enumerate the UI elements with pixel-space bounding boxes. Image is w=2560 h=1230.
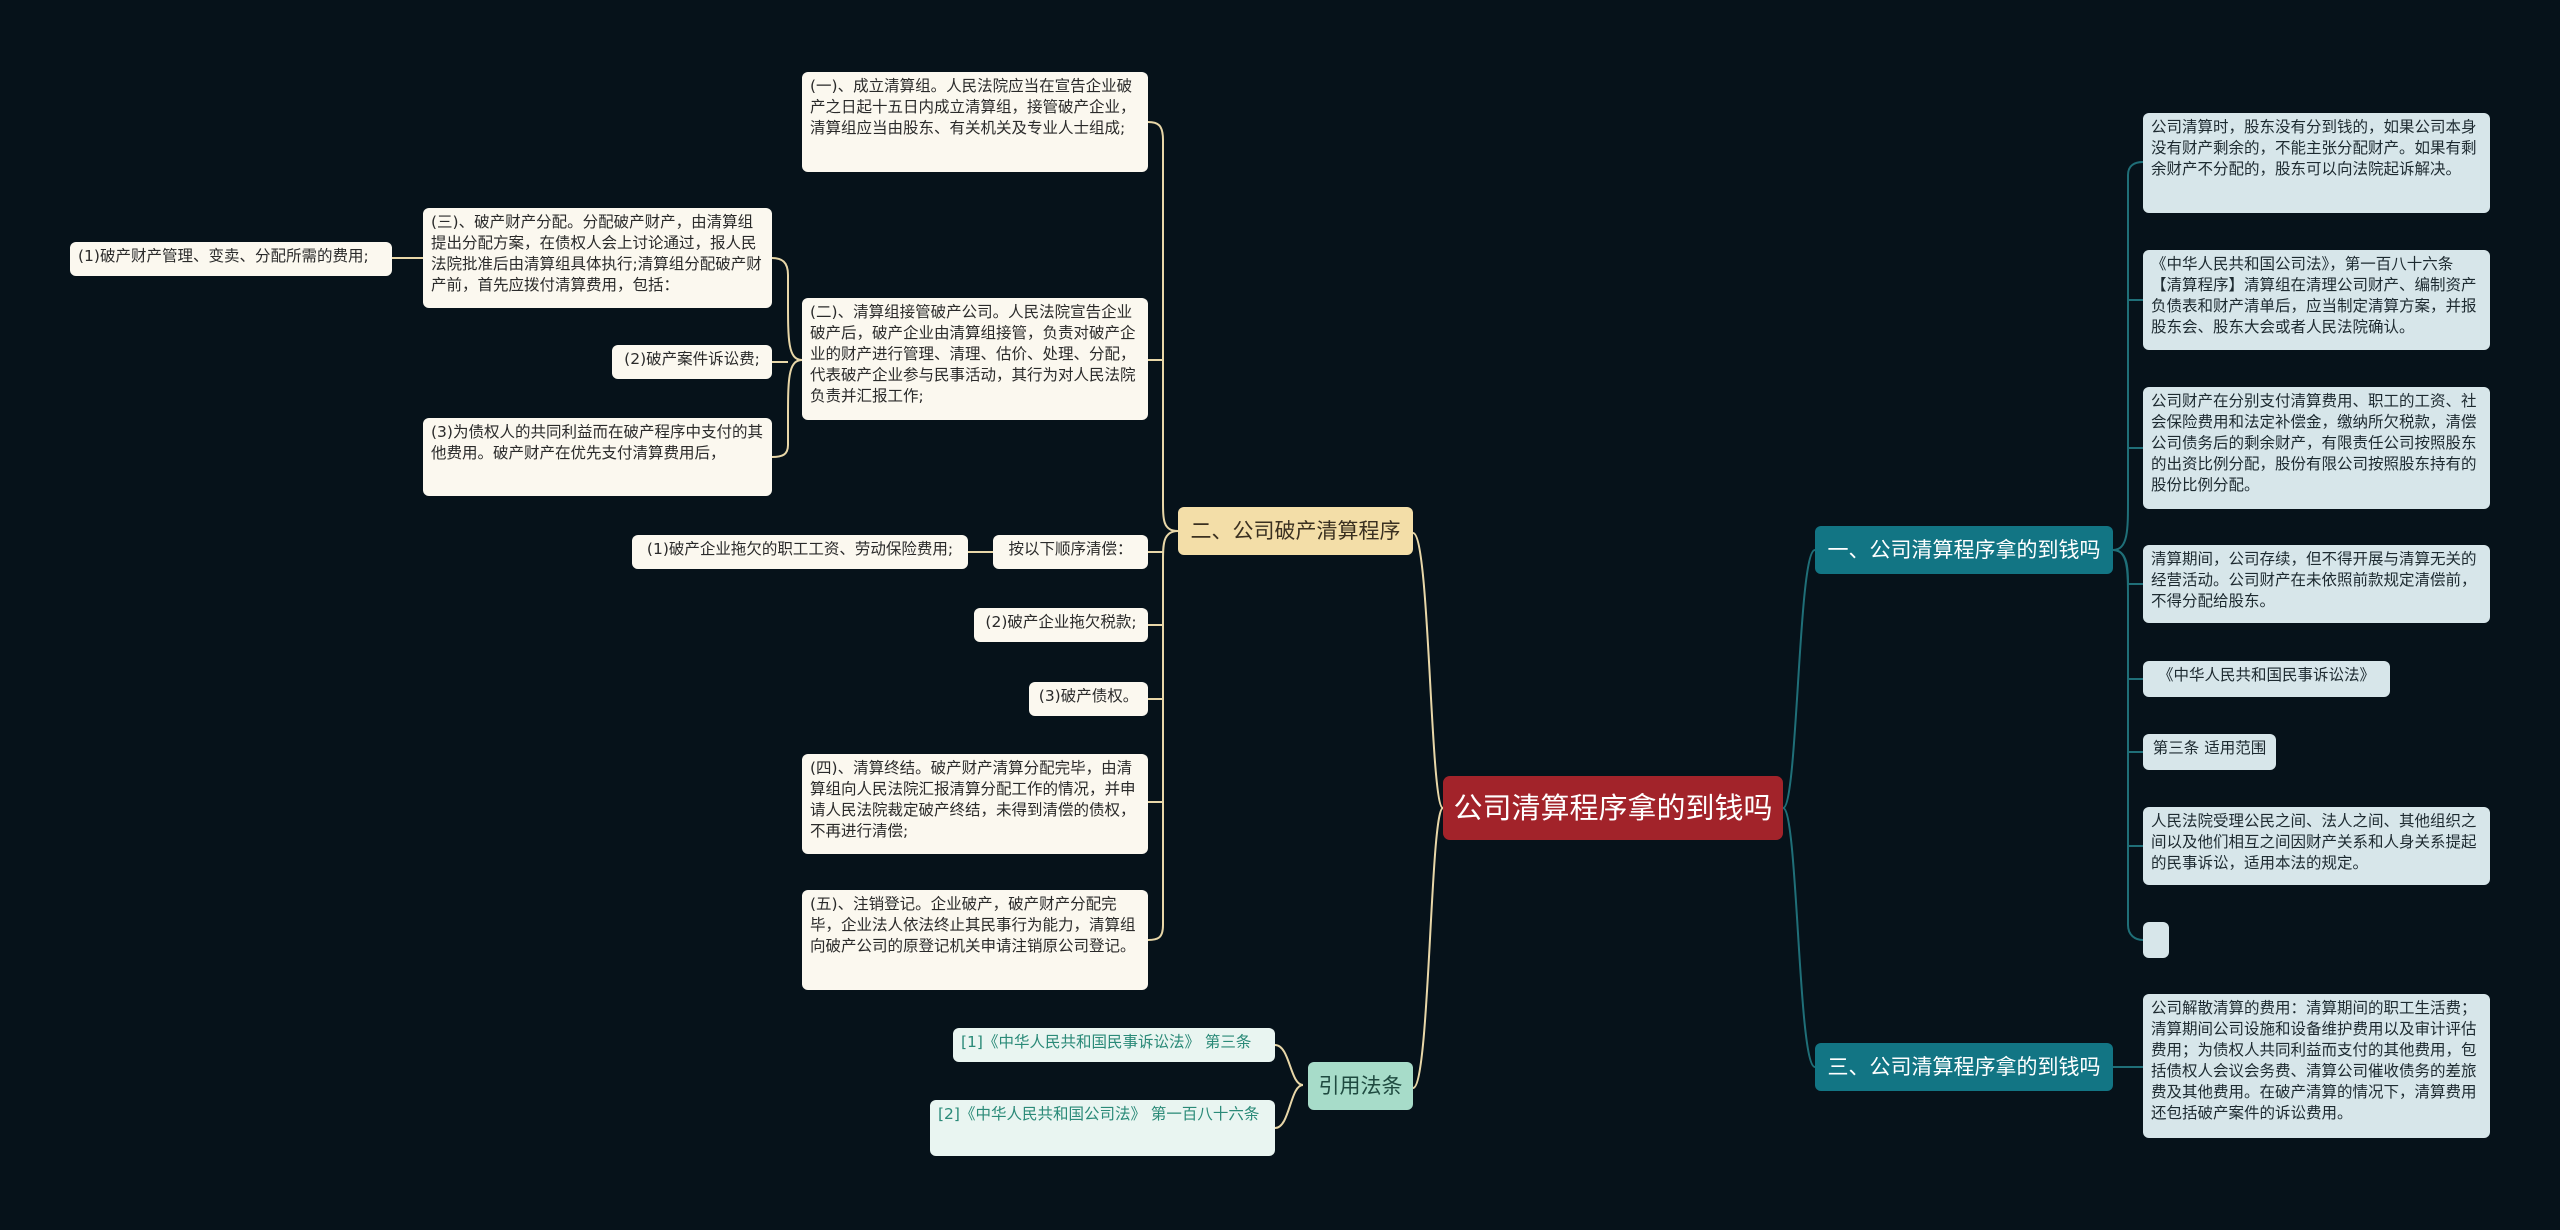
link-refs-ref2 (1274, 1084, 1304, 1129)
b1-item-6[interactable]: 第三条 适用范围 (2143, 734, 2276, 770)
link-procedure-trunk (1147, 121, 1179, 532)
step3-item2[interactable]: (2)破产案件诉讼费; (612, 345, 772, 379)
link-step2-step3 (771, 257, 803, 361)
order-item1[interactable]: (1)破产企业拖欠的职工工资、劳动保险费用; (632, 535, 968, 569)
procedure-step1[interactable]: (一)、成立清算组。人民法院应当在宣告企业破产之日起十五日内成立清算组，接管破产… (802, 72, 1148, 172)
b1-item-3[interactable]: 公司财产在分别支付清算费用、职工的工资、社会保险费用和法定补偿金，缴纳所欠税款，… (2143, 387, 2490, 509)
b1-item-5[interactable]: 《中华人民共和国民事诉讼法》 (2143, 661, 2390, 697)
step3-item1[interactable]: (1)破产财产管理、变卖、分配所需的费用; (70, 242, 392, 276)
root-topic[interactable]: 公司清算程序拿的到钱吗 (1443, 776, 1783, 840)
procedure-step3[interactable]: (三)、破产财产分配。分配破产财产，由清算组提出分配方案，在债权人会上讨论通过，… (423, 208, 772, 308)
procedure-step2[interactable]: (二)、清算组接管破产公司。人民法院宣告企业破产后，破产企业由清算组接管，负责对… (802, 298, 1148, 420)
branch-one[interactable]: 一、公司清算程序拿的到钱吗 (1815, 526, 2113, 574)
link-root-refs (1412, 807, 1444, 1089)
link-root-b1 (1782, 549, 1816, 809)
procedure-step5[interactable]: (五)、注销登记。企业破产，破产财产分配完毕，企业法人依法终止其民事行为能力，清… (802, 890, 1148, 990)
b1-item-7[interactable]: 人民法院受理公民之间、法人之间、其他组织之间以及他们相互之间因财产关系和人身关系… (2143, 807, 2490, 885)
branch-procedure[interactable]: 二、公司破产清算程序 (1178, 507, 1413, 555)
link-refs-ref1 (1274, 1044, 1304, 1086)
b1-item-1[interactable]: 公司清算时，股东没有分到钱的，如果公司本身没有财产剩余的，不能主张分配财产。如果… (2143, 113, 2490, 213)
link-step2-item3 (771, 359, 803, 458)
procedure-step4[interactable]: (四)、清算终结。破产财产清算分配完毕，由清算组向人民法院汇报清算分配工作的情况… (802, 754, 1148, 854)
link-procedure-step5 (1147, 530, 1179, 941)
branch-refs[interactable]: 引用法条 (1308, 1062, 1413, 1110)
b1-item-2[interactable]: 《中华人民共和国公司法》，第一百八十六条【清算程序】清算组在清理公司财产、编制资… (2143, 250, 2490, 350)
b1-item-empty[interactable] (2143, 922, 2169, 958)
b1-item-4[interactable]: 清算期间，公司存续，但不得开展与清算无关的经营活动。公司财产在未依照前款规定清偿… (2143, 545, 2490, 623)
ref-civil-procedure-law[interactable]: [1]《中华人民共和国民事诉讼法》 第三条 (953, 1028, 1275, 1062)
link-b1-lower (2112, 549, 2144, 941)
link-b1-trunk (2112, 161, 2144, 551)
link-root-b3 (1782, 807, 1816, 1068)
link-root-procedure (1412, 532, 1444, 809)
branch-three[interactable]: 三、公司清算程序拿的到钱吗 (1815, 1043, 2113, 1091)
b3-item[interactable]: 公司解散清算的费用：清算期间的职工生活费；清算期间公司设施和设备维护费用以及审计… (2143, 994, 2490, 1138)
left-connectors (392, 121, 1444, 1129)
step3-item3[interactable]: (3)为债权人的共同利益而在破产程序中支付的其他费用。破产财产在优先支付清算费用… (423, 418, 772, 496)
order-item2[interactable]: (2)破产企业拖欠税款; (974, 608, 1148, 642)
order-item3[interactable]: (3)破产债权。 (1029, 682, 1148, 716)
right-connectors (1782, 161, 2144, 1068)
order-label[interactable]: 按以下顺序清偿： (993, 535, 1148, 569)
ref-company-law[interactable]: [2]《中华人民共和国公司法》 第一百八十六条 (930, 1100, 1275, 1156)
